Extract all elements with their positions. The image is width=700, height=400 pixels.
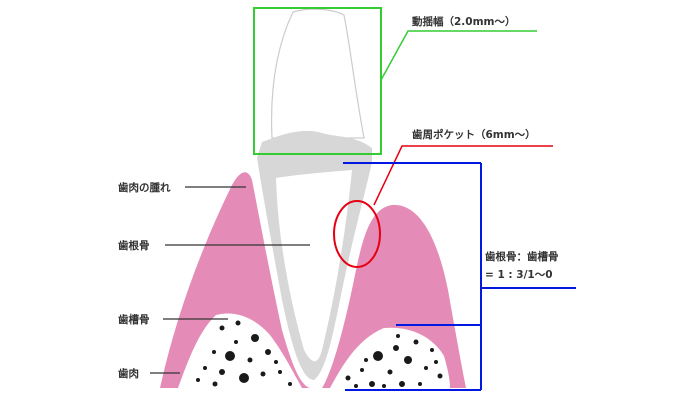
tooth-root (257, 130, 372, 380)
bone-pore (360, 368, 364, 372)
bone-pore (413, 339, 419, 345)
bone-pore (251, 334, 259, 342)
pocket-leader-line (373, 145, 553, 206)
bone-pore (212, 350, 216, 354)
label-bone-ratio-title: 歯根骨：歯槽骨 (485, 250, 559, 263)
bone-ratio-bracket (343, 162, 576, 391)
bone-pore (219, 325, 225, 331)
label-alveolar-bone: 歯槽骨 (118, 313, 150, 326)
bone-pore (239, 373, 249, 383)
gum-left (160, 172, 310, 388)
bone-pore (203, 366, 207, 370)
bone-pore (430, 348, 434, 352)
label-root-bone: 歯根骨 (118, 239, 150, 252)
alveolar-bone-left (178, 313, 302, 388)
bone-pore (354, 384, 358, 388)
bone-pore (387, 369, 393, 375)
left-leader-lines (150, 186, 310, 374)
bone-pore (225, 351, 235, 361)
label-bone-ratio-value: = 1 : 3/1〜0 (485, 269, 553, 281)
bone-pore (364, 358, 368, 362)
bone-pore (260, 371, 266, 377)
bone-pore (369, 381, 375, 387)
label-mobility: 動揺幅（2.0mm〜） (412, 15, 515, 28)
bone-pore (418, 382, 422, 386)
bone-pore (219, 369, 225, 375)
mobility-leader-line (380, 30, 537, 81)
bone-pore (437, 373, 443, 379)
bone-pore (265, 349, 271, 355)
bone-pore (212, 381, 218, 387)
bone-pore (404, 356, 412, 364)
tooth-crown (271, 8, 365, 139)
bone-pore (345, 375, 351, 381)
bone-pore (399, 381, 405, 387)
bone-pore (247, 357, 253, 363)
bone-pore (373, 351, 383, 361)
bone-pore (393, 345, 399, 351)
bone-pore (424, 366, 428, 370)
bone-pore (288, 382, 292, 386)
periodontal-pocket-marker (333, 200, 381, 268)
bone-pore (434, 360, 438, 364)
mobility-range-box (253, 7, 382, 155)
bone-pores (196, 320, 443, 388)
bone-pore (274, 360, 278, 364)
bone-pore (234, 340, 238, 344)
label-gum-swelling: 歯肉の腫れ (118, 181, 171, 194)
alveolar-bone-right (330, 327, 450, 388)
bone-pore (196, 378, 200, 382)
bone-pore (235, 320, 241, 326)
bone-pore (382, 384, 386, 388)
label-periodontal-pocket: 歯周ポケット（6mm〜） (412, 128, 536, 141)
bone-pore (278, 370, 282, 374)
label-gum: 歯肉 (118, 367, 139, 380)
bone-pore (396, 334, 400, 338)
